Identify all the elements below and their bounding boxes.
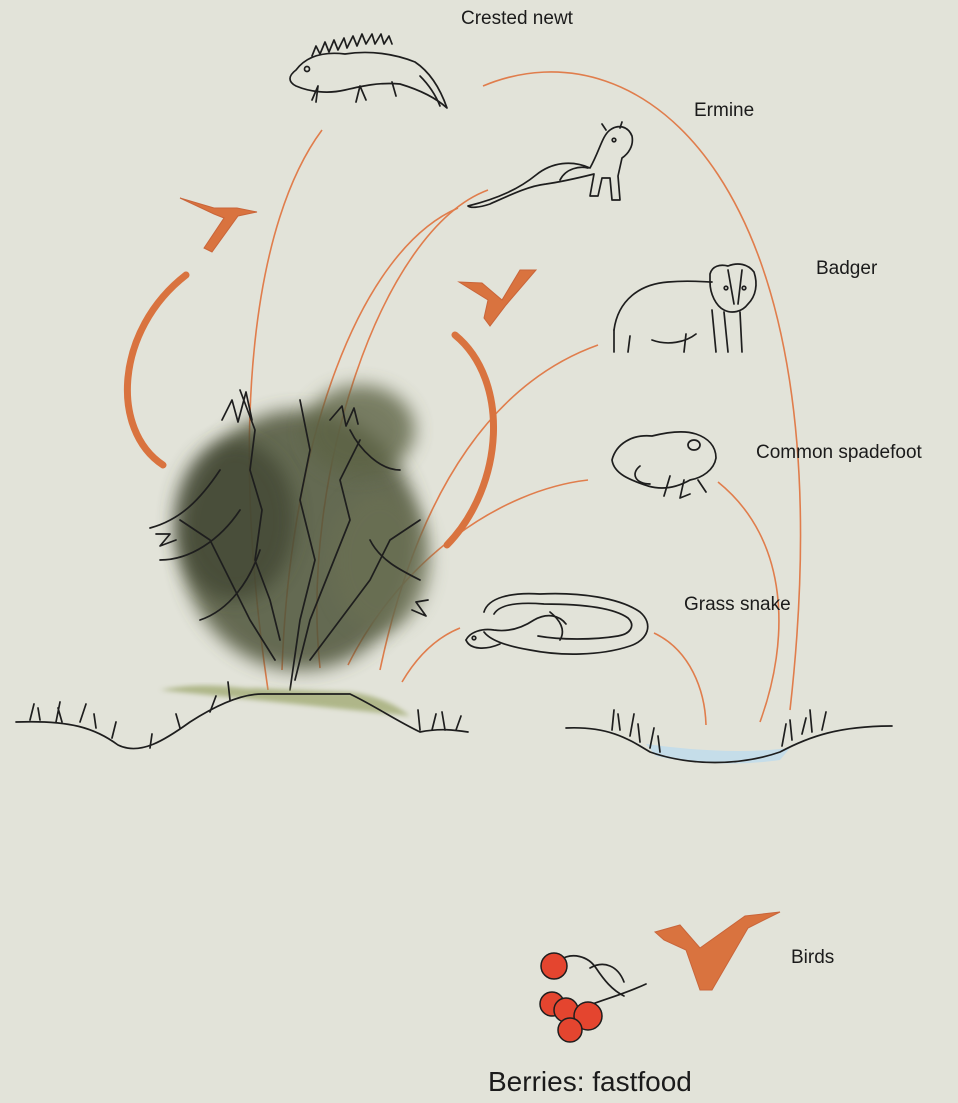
bush-icon <box>150 385 430 690</box>
caption-berries: Berries: fastfood <box>488 1066 692 1098</box>
left-mound <box>16 682 468 749</box>
label-crested-newt: Crested newt <box>461 8 573 30</box>
snake-to-bush-line <box>402 628 460 682</box>
bird-flight-arc-right <box>447 335 494 545</box>
bird-flight-arc-left <box>127 275 186 465</box>
bird-icon <box>459 270 536 326</box>
grass-snake-icon <box>466 594 648 654</box>
crested-newt-icon <box>290 34 447 108</box>
bird-icon <box>180 198 257 252</box>
pond-icon <box>566 710 892 763</box>
badger-icon <box>614 264 756 352</box>
label-common-spadefoot: Common spadefoot <box>756 442 922 464</box>
snake-to-pond-line <box>654 633 706 725</box>
spadefoot-toad-icon <box>612 432 716 498</box>
label-badger: Badger <box>816 258 877 280</box>
bird-icon <box>655 912 780 990</box>
ermine-icon <box>468 122 632 207</box>
label-grass-snake: Grass snake <box>684 594 791 616</box>
label-birds: Birds <box>791 947 834 969</box>
label-ermine: Ermine <box>694 100 754 122</box>
berries-icon <box>540 953 646 1042</box>
